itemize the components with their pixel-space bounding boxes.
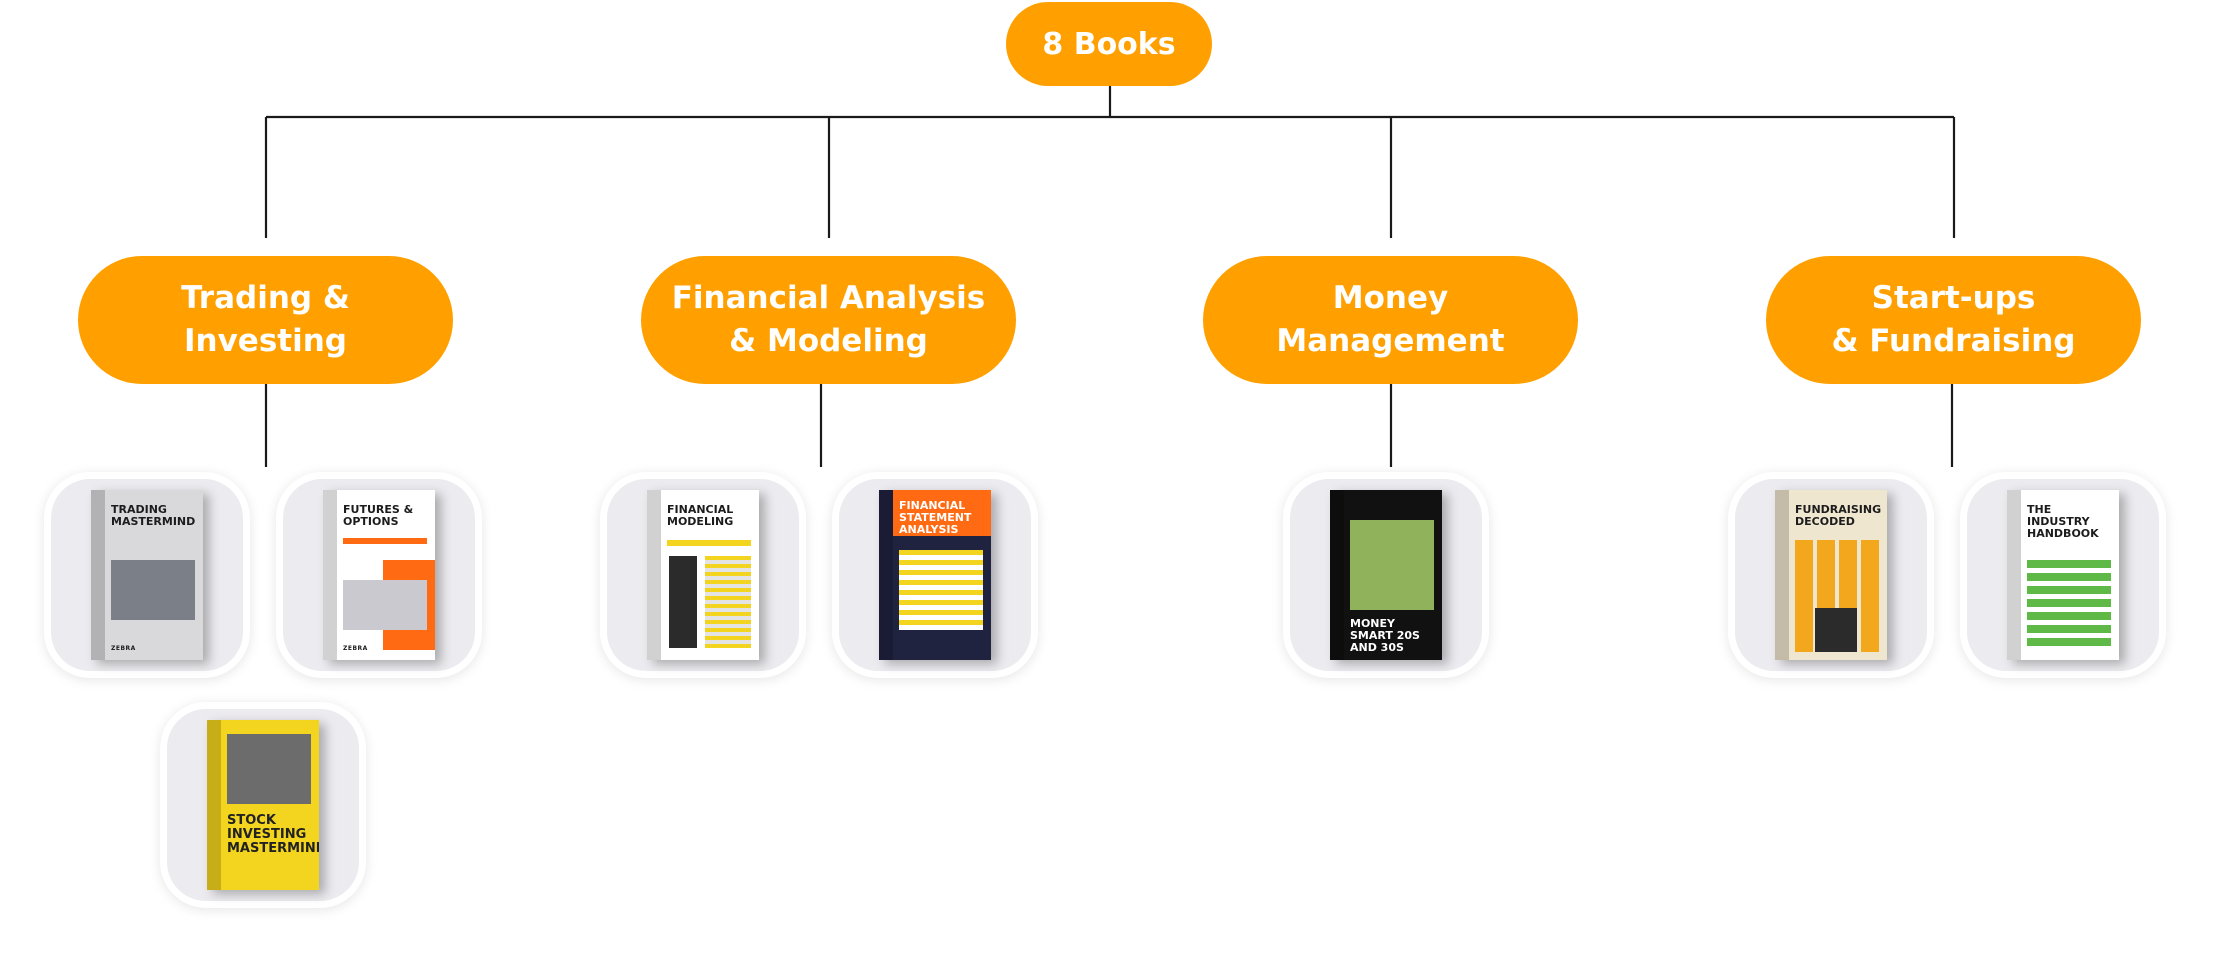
- cover-art: [111, 560, 195, 620]
- book-cover-industry-handbook: The Industry Handbook: [2007, 490, 2119, 660]
- cover-art: [227, 734, 311, 804]
- cover-accent: [667, 540, 751, 546]
- book-cover-futures-options: Futures & Options ZEBRA: [323, 490, 435, 660]
- book-title: Financial Modeling: [667, 503, 734, 528]
- book-title: Money Smart 20s and 30s: [1350, 617, 1420, 654]
- book-cover-fundraising-decoded: Fundraising Decoded: [1775, 490, 1887, 660]
- book-title: The Industry Handbook: [2027, 503, 2099, 540]
- publisher-logo: ZEBRA: [343, 645, 368, 652]
- cover-figure: [669, 556, 697, 648]
- book-cover-financial-statement: Financial Statement Analysis: [879, 490, 991, 660]
- book-card-trading-mastermind[interactable]: Trading Mastermind ZEBRA: [44, 472, 250, 678]
- book-title: Trading Mastermind: [111, 503, 196, 528]
- book-title: Stock Investing Mastermind: [227, 813, 319, 856]
- book-title: Financial Statement Analysis: [899, 499, 972, 536]
- root-node: 8 Books: [1006, 2, 1212, 86]
- book-cover-trading-mastermind: Trading Mastermind ZEBRA: [91, 490, 203, 660]
- publisher-logo: ZEBRA: [111, 645, 136, 652]
- book-card-industry-handbook[interactable]: The Industry Handbook: [1960, 472, 2166, 678]
- book-card-money-smart[interactable]: Money Smart 20s and 30s: [1283, 472, 1489, 678]
- category-label: Trading & Investing: [181, 280, 350, 359]
- category-label: Financial Analysis & Modeling: [671, 280, 986, 359]
- cover-figures: [1815, 608, 1857, 652]
- category-money-management: Money Management: [1203, 256, 1578, 384]
- book-card-financial-modeling[interactable]: Financial Modeling: [600, 472, 806, 678]
- book-card-fundraising-decoded[interactable]: Fundraising Decoded: [1728, 472, 1934, 678]
- book-card-futures-options[interactable]: Futures & Options ZEBRA: [276, 472, 482, 678]
- root-label: 8 Books: [1042, 26, 1176, 62]
- book-cover-stock-investing: Stock Investing Mastermind: [207, 720, 319, 890]
- cover-list: [2027, 560, 2111, 650]
- cover-accent: [343, 538, 427, 544]
- cover-chart: [343, 580, 427, 630]
- category-label: Money Management: [1276, 280, 1505, 359]
- cover-art: [1350, 520, 1434, 610]
- cover-header: [893, 490, 991, 536]
- book-cover-financial-modeling: Financial Modeling: [647, 490, 759, 660]
- category-financial-analysis: Financial Analysis & Modeling: [641, 256, 1016, 384]
- cover-table: [899, 550, 983, 630]
- book-title: Futures & Options: [343, 503, 414, 528]
- category-trading-investing: Trading & Investing: [78, 256, 453, 384]
- cover-table: [705, 556, 751, 648]
- book-cover-money-smart: Money Smart 20s and 30s: [1330, 490, 1442, 660]
- category-label: Start-ups & Fundraising: [1831, 280, 2076, 359]
- book-title: Fundraising Decoded: [1795, 503, 1882, 528]
- book-card-financial-statement-analysis[interactable]: Financial Statement Analysis: [832, 472, 1038, 678]
- category-startups-fundraising: Start-ups & Fundraising: [1766, 256, 2141, 384]
- book-card-stock-investing[interactable]: Stock Investing Mastermind: [160, 702, 366, 908]
